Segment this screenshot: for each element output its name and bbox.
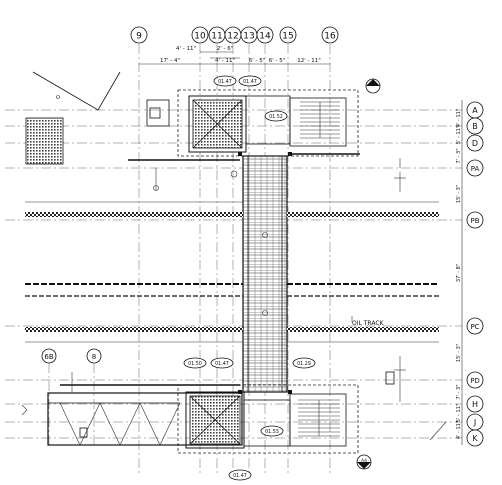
grid-label: B: [472, 122, 478, 131]
top-station: [128, 89, 406, 192]
elevation-tag: 01.50: [188, 361, 202, 367]
dimension: 6' - 5": [269, 58, 286, 64]
grid-label: J: [473, 418, 476, 427]
elevation-tag: 01.29: [297, 361, 311, 367]
grid-label: 10: [194, 32, 206, 42]
track-bed: [287, 327, 439, 332]
track-bed: [25, 327, 243, 332]
elevation-tag: 01.47: [218, 79, 232, 85]
grid-label: PC: [470, 323, 479, 331]
room-tag: 01.52: [269, 114, 283, 120]
grid-label: 11: [211, 32, 222, 42]
row-grid-lines: [5, 109, 462, 439]
elevation-tags: 01.47 01.47 01.52 01.50 01.47 01.29 01.5…: [183, 75, 316, 481]
dimension: 5' - 11": [456, 126, 462, 144]
top-grid-bubbles: 9 10 11 12 13 14 15 16: [130, 26, 339, 44]
dimension: 2' - 6": [217, 46, 234, 52]
dimension: 12' - 11": [297, 58, 321, 64]
dimension: 15' - 3": [456, 185, 462, 203]
dimension: 7' - 3": [456, 384, 462, 399]
dimension: 6' - 5": [249, 58, 266, 64]
grid-label: 6B: [44, 353, 53, 361]
grid-label: D: [472, 139, 478, 148]
elevation-tag: 01.47: [215, 361, 229, 367]
grid-label: K: [472, 434, 478, 443]
section-tag-top: A3: [365, 78, 381, 94]
track-bed: [287, 212, 439, 217]
site-boundary: [32, 71, 121, 111]
grid-label: 14: [259, 32, 271, 42]
grid-label: A: [472, 106, 478, 115]
section-label: A3: [370, 86, 376, 92]
track-bed: [25, 212, 243, 217]
stair-treads-top: [300, 101, 340, 139]
room-tag: 01.53: [265, 429, 279, 435]
stair-treads-bottom: [298, 399, 340, 437]
grid-label: H: [472, 400, 478, 409]
grid-label: 8: [92, 353, 96, 361]
grid-label: 16: [324, 32, 336, 42]
dimension: 15' - 3": [456, 344, 462, 362]
truss-bracing: [59, 402, 181, 446]
bottom-left-grid-bubbles: 6B 8: [41, 348, 102, 448]
grid-label: 13: [243, 32, 254, 42]
grid-label: PD: [470, 377, 480, 385]
grid-label: 15: [282, 32, 293, 42]
bottom-station: [21, 356, 447, 454]
elevation-tag: 01.47: [243, 79, 257, 85]
dimension: 4' - 11": [456, 421, 462, 439]
dimension: 4' - 11": [215, 58, 235, 64]
dimension: 37' - 8": [456, 264, 462, 282]
dimension: 7' - 3": [456, 148, 462, 163]
grid-label: PB: [470, 217, 479, 225]
track-label: OIL TRACK: [352, 320, 385, 327]
grid-label: PA: [471, 165, 480, 173]
column-markers: [238, 152, 292, 394]
grid-label: 12: [227, 32, 238, 42]
grid-label: 9: [136, 32, 142, 42]
dimension: 17' - 4": [160, 58, 180, 64]
dimension: 5' - 11": [456, 404, 462, 422]
dimension: 4' - 11": [456, 109, 462, 127]
section-tag-bottom: A4: [356, 454, 372, 470]
section-label: A4: [361, 458, 367, 464]
dimension: 4' - 11": [176, 46, 196, 52]
right-dimension-strings: 4' - 11" 5' - 11" 7' - 3" 15' - 3" 37' -…: [456, 109, 462, 439]
top-dimension-strings: 4' - 11" 2' - 6" 17' - 4" 4' - 11" 6' - …: [139, 46, 330, 65]
rail-tracks: [25, 201, 439, 343]
elevation-tag: 01.47: [233, 473, 247, 479]
hatched-structure-top-left: [25, 117, 64, 165]
pedestrian-bridge: [242, 155, 288, 393]
right-grid-bubbles: A B D PA PB PC PD H J K: [461, 100, 484, 447]
